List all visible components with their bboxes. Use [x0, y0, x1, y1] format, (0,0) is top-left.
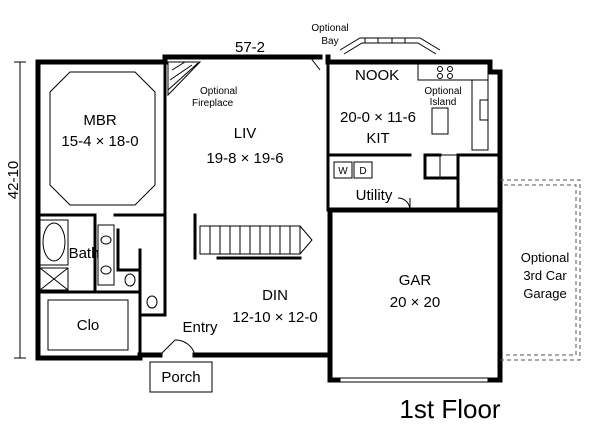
- toilet-icon: [124, 273, 136, 287]
- mbr-tray-ceiling: [49, 71, 156, 206]
- cooktop-icon: [437, 73, 443, 79]
- washer-label: W: [338, 166, 348, 177]
- bath-fixtures: [39, 219, 158, 309]
- sink-icon: [479, 99, 489, 121]
- fireplace-note-1: Optional: [200, 86, 237, 97]
- fireplace: [167, 61, 202, 97]
- dryer: [353, 161, 373, 179]
- porch: [149, 361, 213, 393]
- cooktop-icon: [447, 73, 453, 79]
- kit-label: KIT: [366, 130, 389, 147]
- dryer-label: D: [359, 166, 366, 177]
- doors: [159, 56, 411, 356]
- mbr-size: 15-4 × 18-0: [61, 133, 138, 150]
- cooktop-icon: [437, 66, 443, 72]
- garage3-note-1: Optional: [521, 250, 570, 265]
- width-dimension: 57-2: [235, 39, 265, 56]
- din-size: 12-10 × 12-0: [232, 309, 317, 326]
- liv-size: 19-8 × 19-6: [206, 150, 283, 167]
- shower-icon: [39, 267, 69, 291]
- clo-label: Clo: [77, 317, 100, 334]
- din-label: DIN: [262, 287, 288, 304]
- bay-note-1: Optional: [311, 23, 348, 34]
- washer: [333, 161, 353, 179]
- cooktop-icon: [447, 66, 453, 72]
- gar-label: GAR: [399, 272, 432, 289]
- toilet-icon: [146, 295, 158, 309]
- liv-label: LIV: [234, 125, 257, 142]
- mbr-label: MBR: [83, 112, 117, 129]
- optional-garage-outline: [500, 179, 581, 361]
- sink-icon: [100, 235, 112, 245]
- island-note-1: Optional: [424, 86, 461, 97]
- kit-size: 20-0 × 11-6: [340, 109, 416, 126]
- counter: [417, 63, 489, 81]
- bath-label: Bath: [69, 245, 100, 262]
- utility-label: Utility: [356, 187, 393, 204]
- island-note-2: Island: [430, 97, 457, 108]
- kitchen-fixtures: [417, 63, 489, 178]
- island: [431, 107, 449, 135]
- refrigerator: [439, 154, 459, 178]
- optional-bay: [339, 37, 441, 55]
- entry-label: Entry: [182, 319, 218, 336]
- closet-shelf: [47, 299, 129, 351]
- porch-label: Porch: [161, 369, 200, 386]
- gar-size: 20 × 20: [390, 294, 440, 311]
- nook-label: NOOK: [355, 67, 399, 84]
- sink-icon: [100, 265, 112, 275]
- bay-note-2: Bay: [321, 36, 338, 47]
- plan-title: 1st Floor: [399, 394, 500, 424]
- depth-dimension: 42-10: [5, 161, 22, 199]
- fireplace-note-2: Fireplace: [192, 98, 234, 109]
- garage3-note-2: 3rd Car: [523, 268, 567, 283]
- garage3-note-3: Garage: [523, 286, 566, 301]
- bathtub-icon: [42, 222, 66, 262]
- staircase: [199, 225, 313, 255]
